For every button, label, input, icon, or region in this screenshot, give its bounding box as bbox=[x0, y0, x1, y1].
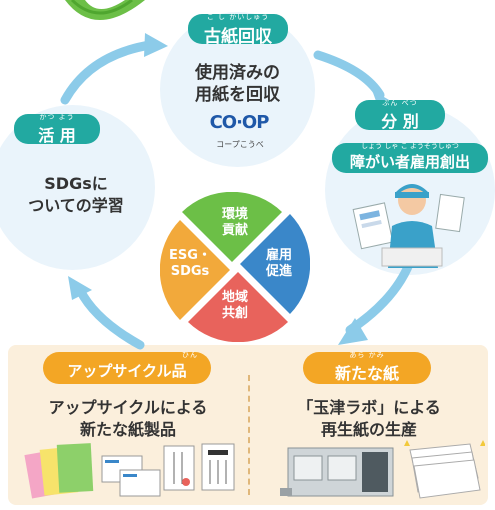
bottom-divider bbox=[248, 375, 250, 495]
upcycle-desc-line1: アップサイクルによる bbox=[48, 398, 208, 417]
quadrant-environment-line2: 貢献 bbox=[221, 223, 248, 238]
upcycle-title-ruby: ひん bbox=[182, 351, 198, 359]
coop-logo: CO·OP bbox=[207, 112, 271, 138]
green-recycle-shape bbox=[65, 0, 145, 20]
use-desc-line2: ついての学習 bbox=[28, 196, 124, 215]
newpaper-desc-line2: 再生紙の生産 bbox=[320, 420, 417, 439]
sort-subtitle: 障がい者雇用創出 bbox=[349, 153, 470, 171]
quadrant-environment-line1: 環境 bbox=[221, 207, 248, 222]
sort-title-badge bbox=[355, 100, 445, 130]
sort-title: 分 別 bbox=[381, 112, 419, 131]
use-title-badge bbox=[14, 114, 100, 144]
collect-title-badge bbox=[188, 14, 288, 44]
sort-subtitle-badge bbox=[332, 143, 488, 173]
newpaper-title: 新たな紙 bbox=[334, 364, 399, 383]
collect-desc-line1: 使用済みの bbox=[195, 63, 280, 83]
upcycle-desc-line2: 新たな紙製品 bbox=[79, 420, 176, 439]
use-title-ruby: かつ よう bbox=[39, 113, 75, 121]
quadrant-esg-line1: ESG・ bbox=[169, 248, 211, 263]
value-quadrants bbox=[160, 192, 310, 342]
upcycle-title-badge bbox=[43, 352, 211, 384]
quadrant-employment-line1: 雇用 bbox=[265, 248, 292, 263]
collect-title-ruby: こ し かいしゅう bbox=[206, 13, 270, 21]
quadrant-employment-line2: 促進 bbox=[265, 264, 292, 279]
upcycled-products-illustration bbox=[24, 443, 235, 499]
sort-title-ruby: ぶん べつ bbox=[382, 99, 418, 107]
newpaper-title-badge bbox=[303, 352, 431, 384]
newpaper-title-ruby: あら かみ bbox=[349, 351, 385, 359]
worker-illustration bbox=[352, 184, 465, 268]
use-desc-line1: SDGsに bbox=[44, 174, 108, 193]
upcycle-title: アップサイクル品 bbox=[67, 362, 187, 380]
sort-subtitle-ruby: しょう しゃ こ ようそうしゅつ bbox=[361, 142, 459, 150]
quadrant-esg-line2: SDGs bbox=[170, 264, 210, 279]
quadrant-community-line2: 共創 bbox=[221, 306, 248, 321]
newpaper-desc-line1: 「玉津ラボ」による bbox=[297, 398, 441, 417]
collect-desc-line2: 用紙を回収 bbox=[195, 85, 280, 105]
coop-logo-caption: コープこうべ bbox=[216, 140, 264, 149]
paper-machine-illustration bbox=[280, 440, 485, 499]
quadrant-community-line1: 地域 bbox=[221, 290, 248, 305]
coop-logo-text: CO·OP bbox=[209, 112, 270, 133]
collect-title: 古紙回収 bbox=[204, 27, 272, 47]
use-title: 活 用 bbox=[38, 126, 76, 145]
